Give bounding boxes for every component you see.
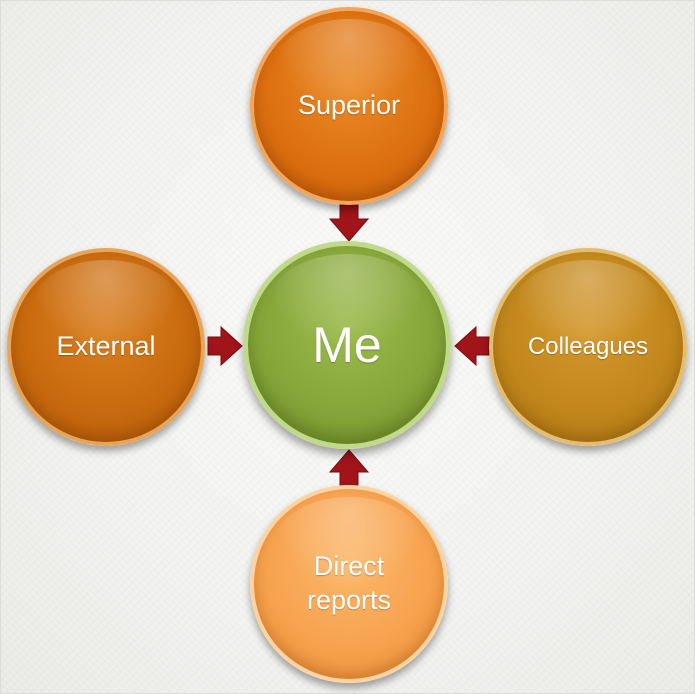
- arrow-superior-to-me: [328, 204, 370, 242]
- arrow-colleagues-to-me: [454, 325, 490, 367]
- direct-reports-label: Direct reports: [306, 551, 392, 615]
- arrow-external-to-me: [207, 325, 243, 367]
- me-label: Me: [312, 316, 382, 373]
- colleagues-node: Colleagues: [489, 248, 687, 446]
- me-node: Me: [243, 241, 451, 449]
- superior-node: Superior: [250, 7, 448, 205]
- colleagues-label: Colleagues: [527, 333, 649, 360]
- external-node: External: [7, 248, 205, 446]
- direct-reports-node: Direct reports: [250, 485, 448, 683]
- arrow-direct-reports-to-me: [328, 449, 370, 487]
- external-label: External: [56, 331, 156, 362]
- superior-label: Superior: [297, 90, 401, 121]
